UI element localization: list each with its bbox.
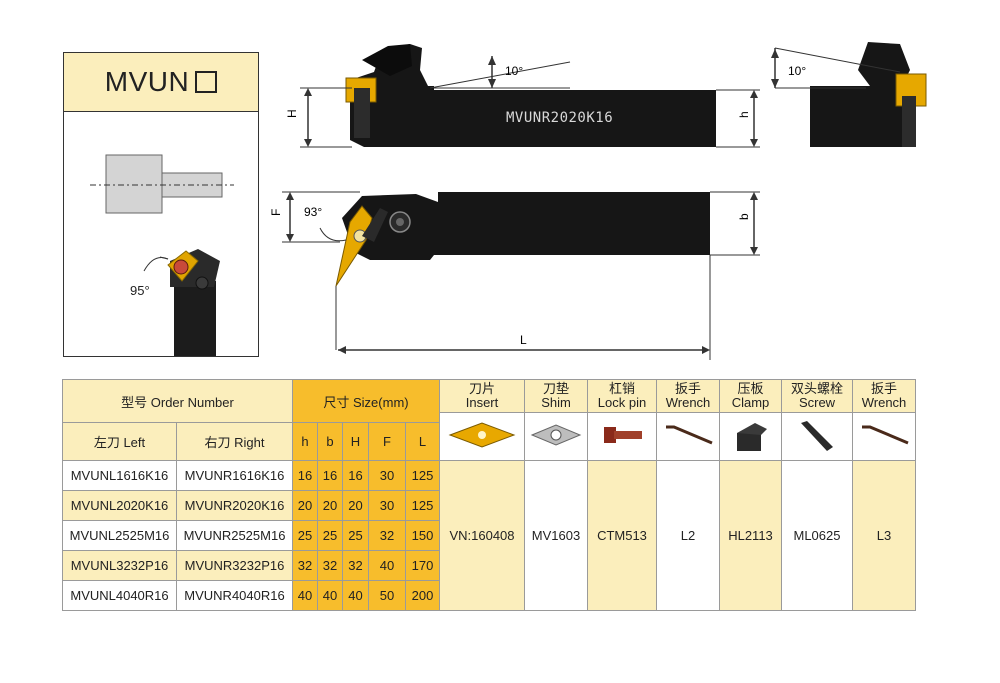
angle-10-right-label: 10° (788, 64, 806, 78)
angle-93-label: 93° (304, 205, 322, 219)
label-F: F (270, 209, 283, 216)
size-col-L: L (405, 422, 440, 461)
part-wrench: L2 (656, 460, 720, 611)
holder-body-shape (174, 281, 216, 356)
label-h: h (737, 111, 751, 118)
size-col-h: h (292, 422, 318, 461)
angle-95-label: 95° (130, 283, 150, 298)
table-row: MVUNL2525M16 MVUNR2525M16 25 25 25 32 15… (62, 520, 916, 551)
size-header: 尺寸 Size(mm) (292, 378, 440, 424)
screw-icon (801, 421, 833, 451)
top-view (335, 192, 710, 287)
top-view-body (342, 192, 710, 260)
label-b: b (737, 213, 751, 220)
wrench-2-image-cell (852, 412, 916, 461)
part-shim: MV1603 (524, 460, 588, 611)
part-insert: VN:160408 (439, 460, 525, 611)
screw-image-cell (781, 412, 853, 461)
table-row: MVUNL2020K16 MVUNR2020K16 20 20 20 30 12… (62, 490, 916, 521)
lock-pin-image-cell (587, 412, 657, 461)
part-wrench-2: L3 (852, 460, 916, 611)
clamp-image-cell (719, 412, 782, 461)
tool-drawing: MVUNR2020K16 10° H h 10° F (270, 42, 927, 360)
part-clamp: HL2113 (719, 460, 782, 611)
size-col-H: H (342, 422, 369, 461)
side-view-right (810, 42, 927, 147)
label-L: L (520, 333, 527, 347)
order-number-header: 型号 Order Number (62, 378, 293, 424)
table-row: MVUNL1616K16 MVUNR1616K16 16 16 16 30 12… (62, 460, 916, 611)
model-square-icon (195, 71, 218, 93)
angle-10-left-label: 10° (505, 64, 523, 78)
top-view-diagram: 95° (90, 154, 234, 356)
shim-icon (530, 424, 582, 446)
side-view: MVUNR2020K16 (345, 44, 716, 147)
size-col-b: b (317, 422, 343, 461)
insert-image-cell (439, 412, 525, 461)
model-title: MVUN (64, 53, 258, 112)
shim-image-cell (524, 412, 588, 461)
wrench-icon (862, 425, 909, 445)
clamp-pin-shape (173, 259, 189, 275)
wrench-image-cell (656, 412, 720, 461)
part-lock-pin: CTM513 (587, 460, 657, 611)
insert-icon (448, 422, 516, 448)
workpiece-shape (105, 154, 163, 214)
top-insert-shape (335, 205, 373, 287)
model-box: MVUN 95° (63, 52, 259, 357)
size-col-F: F (368, 422, 406, 461)
table-row: MVUNL4040R16 MVUNR4040R16 40 40 40 50 20… (62, 580, 916, 611)
wrench-icon (666, 425, 713, 445)
right-header: 右刀 Right (176, 422, 293, 461)
lock-pin-icon (604, 427, 642, 443)
part-screw: ML0625 (781, 460, 853, 611)
label-H: H (285, 109, 299, 118)
left-header: 左刀 Left (62, 422, 177, 461)
side-view-body (350, 44, 716, 147)
clamp-icon (736, 423, 767, 451)
tool-marking-text: MVUNR2020K16 (506, 110, 613, 126)
